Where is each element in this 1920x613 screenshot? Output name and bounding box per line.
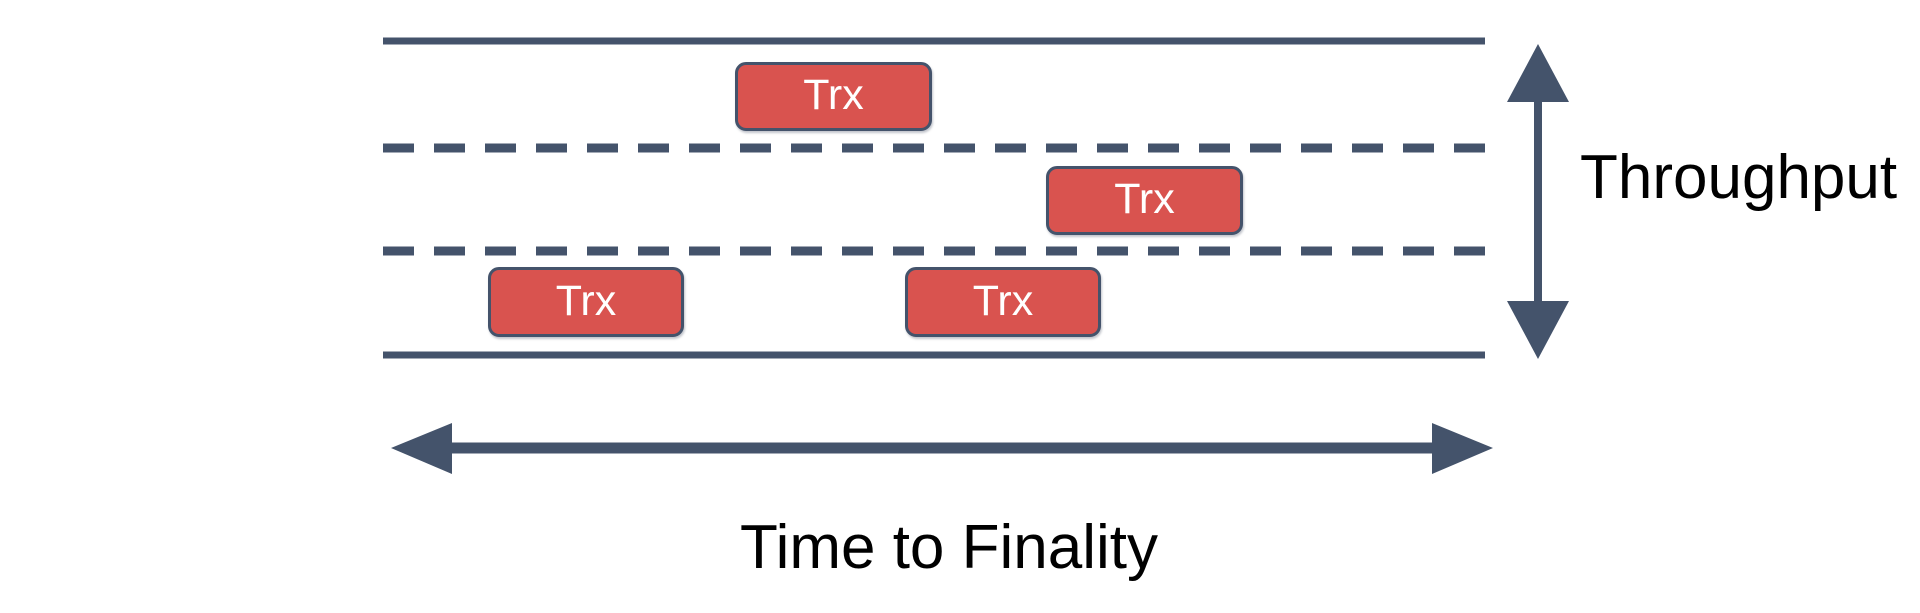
time-to-finality-axis-label: Time to Finality [740, 513, 1159, 582]
transaction-label: Trx [1114, 175, 1175, 223]
transaction-block-2[interactable]: Trx [1046, 166, 1243, 235]
throughput-arrow-head-down [1507, 301, 1569, 359]
transaction-label: Trx [555, 276, 617, 325]
transaction-block-4[interactable]: Trx [905, 267, 1101, 337]
throughput-arrow-head-up [1507, 44, 1569, 102]
time-arrow-head-right [1432, 423, 1493, 474]
time-to-finality-arrow [391, 423, 1493, 474]
transaction-label: Trx [803, 71, 864, 119]
transaction-label: Trx [972, 276, 1034, 325]
transaction-block-3[interactable]: Trx [488, 267, 684, 337]
transaction-block-1[interactable]: Trx [735, 62, 932, 131]
time-arrow-head-left [391, 423, 452, 474]
throughput-arrow [1507, 44, 1569, 359]
throughput-axis-label: Throughput [1580, 143, 1898, 212]
